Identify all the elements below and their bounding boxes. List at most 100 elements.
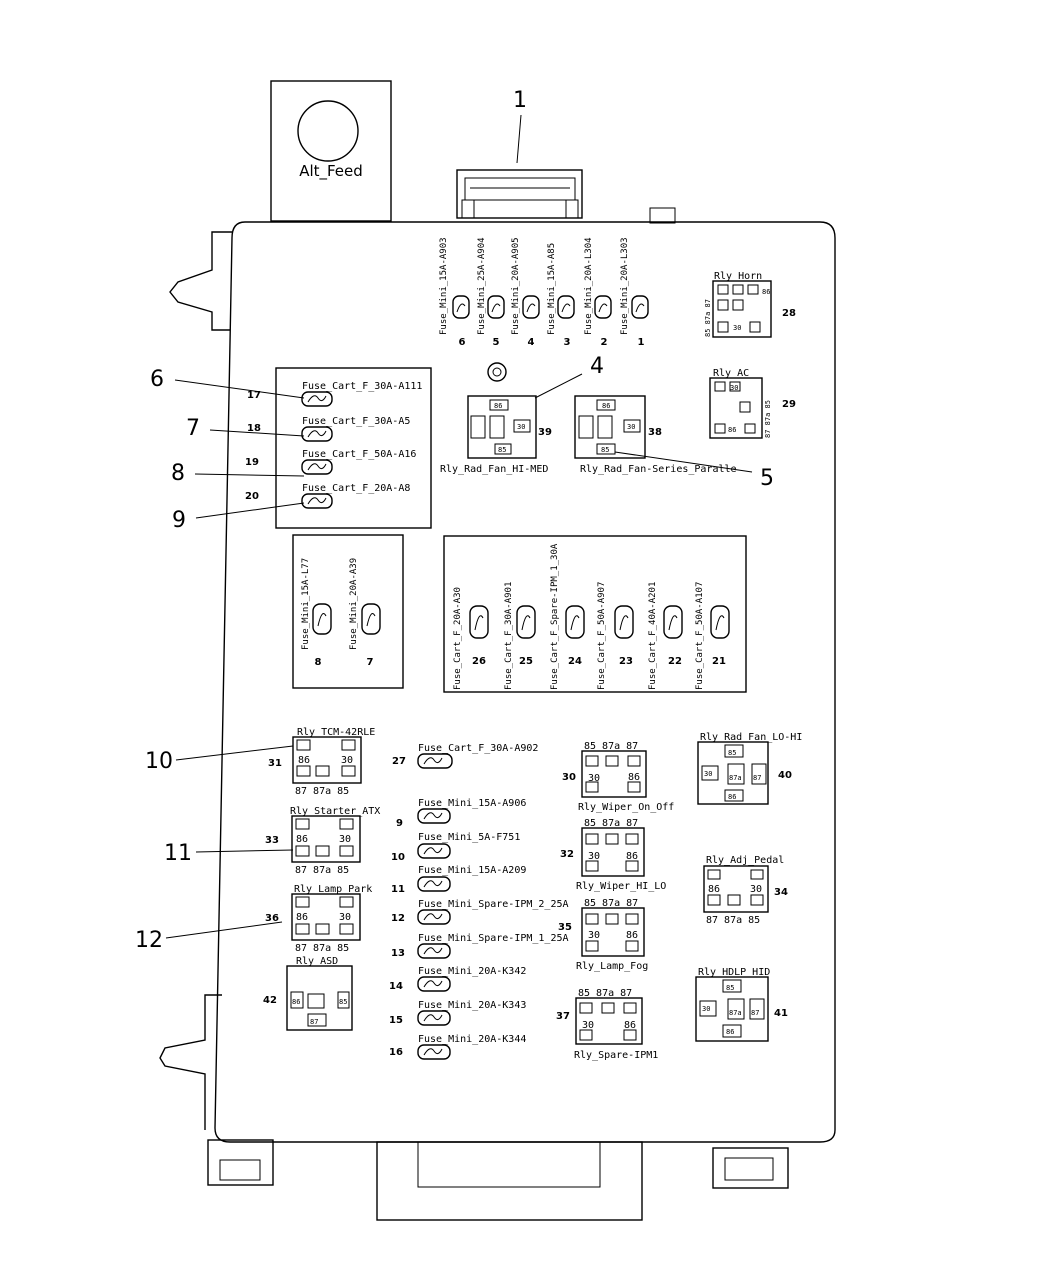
svg-text:30: 30 bbox=[704, 770, 712, 778]
svg-text:Fuse_Cart_F_30A-A111: Fuse_Cart_F_30A-A111 bbox=[302, 381, 422, 392]
fuse-mini-15[interactable]: Fuse_Mini_20A-K343 15 bbox=[389, 1000, 526, 1026]
svg-text:30: 30 bbox=[750, 884, 762, 895]
svg-text:Fuse_Mini_15A-L77: Fuse_Mini_15A-L77 bbox=[301, 558, 311, 650]
svg-text:Rly_Adj_Pedal: Rly_Adj_Pedal bbox=[706, 855, 784, 866]
svg-text:Rly_Horn: Rly_Horn bbox=[714, 271, 762, 282]
relay-asd[interactable]: Rly_ASD 86 85 87 42 bbox=[263, 956, 353, 1031]
fuse-mini-11[interactable]: Fuse_Mini_15A-A209 11 bbox=[391, 865, 526, 895]
relay-rad-fan-series-parallel[interactable]: 86 30 85 38 Rly_Rad_Fan-Series_Paralle bbox=[574, 395, 737, 475]
relay-wiper-hi-lo[interactable]: 85 87a 87 30 86 32 Rly_Wiper_HI_LO bbox=[560, 818, 666, 892]
fuse-mini-8[interactable]: Fuse_Mini_15A-L77 8 bbox=[301, 558, 332, 668]
svg-text:Rly_Wiper_HI_LO: Rly_Wiper_HI_LO bbox=[576, 881, 666, 892]
svg-text:5: 5 bbox=[760, 466, 774, 491]
relay-spare-ipm1[interactable]: 85 87a 87 30 86 37 Rly_Spare-IPM1 bbox=[556, 988, 658, 1061]
relay-wiper-on-off[interactable]: 85 87a 87 30 86 30 Rly_Wiper_On_Off bbox=[562, 741, 674, 813]
relay-tcm[interactable]: Rly_TCM-42RLE 86 30 87 87a 85 31 bbox=[268, 727, 375, 797]
relay-rad-fan-hi-med[interactable]: 86 30 85 39 Rly_Rad_Fan_HI-MED bbox=[440, 395, 552, 475]
relay-ac[interactable]: Rly_AC 30 86 87 87a 85 29 bbox=[709, 368, 796, 439]
fuse-cart-19[interactable]: Fuse_Cart_F_50A-A16 19 bbox=[245, 449, 416, 475]
svg-text:30: 30 bbox=[339, 834, 351, 845]
svg-text:7: 7 bbox=[367, 657, 374, 668]
svg-text:86: 86 bbox=[292, 998, 300, 1006]
svg-text:2: 2 bbox=[601, 337, 608, 348]
svg-text:Rly_Starter_ATX: Rly_Starter_ATX bbox=[290, 806, 380, 817]
fuse-cart-18[interactable]: Fuse_Cart_F_30A-A5 18 bbox=[247, 416, 410, 442]
svg-text:86: 86 bbox=[602, 402, 610, 410]
svg-text:4: 4 bbox=[528, 337, 535, 348]
svg-text:36: 36 bbox=[265, 913, 279, 924]
svg-text:13: 13 bbox=[391, 948, 405, 959]
fuse-cart-21[interactable]: Fuse_Cart_F_50A-A107 21 bbox=[695, 582, 730, 690]
fuse-mini-14[interactable]: Fuse_Mini_20A-K342 14 bbox=[389, 966, 526, 992]
fuse-mini-3[interactable]: Fuse_Mini_15A-A85 3 bbox=[547, 243, 575, 348]
svg-text:Rly_TCM-42RLE: Rly_TCM-42RLE bbox=[297, 727, 375, 738]
svg-text:Rly_ASD: Rly_ASD bbox=[296, 956, 338, 967]
relay-lamp-park[interactable]: Rly_Lamp_Park 86 30 87 87a 85 36 bbox=[265, 884, 372, 954]
callout-5: 5 bbox=[614, 451, 774, 491]
callout-7: 7 bbox=[186, 416, 305, 441]
fuse-cart-23[interactable]: Fuse_Cart_F_50A-A907 23 bbox=[597, 582, 634, 690]
svg-text:85: 85 bbox=[726, 984, 734, 992]
svg-text:86: 86 bbox=[626, 930, 638, 941]
svg-text:37: 37 bbox=[556, 1011, 570, 1022]
relay-rad-fan-lo-hi[interactable]: Rly_Rad_Fan_LO-HI 85 30 87a 87 86 40 bbox=[697, 732, 802, 805]
callout-11: 11 bbox=[164, 841, 294, 866]
svg-text:33: 33 bbox=[265, 835, 279, 846]
svg-text:20: 20 bbox=[245, 491, 259, 502]
fuse-mini-13[interactable]: Fuse_Mini_Spare-IPM_1_25A 13 bbox=[391, 933, 569, 959]
relay-hdlp-hid[interactable]: Rly_HDLP_HID 85 30 87a 87 86 41 bbox=[695, 967, 788, 1042]
svg-text:10: 10 bbox=[391, 852, 405, 863]
mounting-screw bbox=[487, 362, 507, 382]
svg-text:Fuse_Mini_15A-A906: Fuse_Mini_15A-A906 bbox=[418, 798, 526, 809]
relay-starter[interactable]: Rly_Starter_ATX 86 30 87 87a 85 33 bbox=[265, 806, 380, 876]
svg-text:42: 42 bbox=[263, 995, 277, 1006]
svg-text:40: 40 bbox=[778, 770, 792, 781]
svg-text:87 87a 85: 87 87a 85 bbox=[295, 865, 349, 876]
svg-text:17: 17 bbox=[247, 390, 261, 401]
fuse-mini-1[interactable]: Fuse_Mini_20A-L303 1 bbox=[620, 237, 649, 348]
svg-text:Rly_AC: Rly_AC bbox=[713, 368, 749, 379]
fuse-mini-16[interactable]: Fuse_Mini_20A-K344 16 bbox=[389, 1034, 526, 1060]
svg-text:86: 86 bbox=[494, 402, 502, 410]
svg-text:Fuse_Mini_15A-A85: Fuse_Mini_15A-A85 bbox=[547, 243, 557, 335]
svg-text:Fuse_Mini_20A-A39: Fuse_Mini_20A-A39 bbox=[349, 558, 359, 650]
fuse-mini-10[interactable]: Fuse_Mini_5A-F751 10 bbox=[391, 832, 520, 863]
svg-text:86: 86 bbox=[296, 834, 308, 845]
fuse-cart-22[interactable]: Fuse_Cart_F_40A-A201 22 bbox=[648, 582, 683, 690]
svg-text:30: 30 bbox=[339, 912, 351, 923]
svg-text:Fuse_Cart_F_20A-A8: Fuse_Cart_F_20A-A8 bbox=[302, 483, 410, 494]
fuse-mini-6[interactable]: Fuse_Mini_15A-A903 6 bbox=[439, 237, 470, 348]
fuse-cart-26[interactable]: Fuse_Cart_F_20A-A30 26 bbox=[453, 587, 489, 690]
fuse-cart-17[interactable]: Fuse_Cart_F_30A-A111 17 bbox=[247, 381, 422, 407]
svg-text:Fuse_Mini_Spare-IPM_2_25A: Fuse_Mini_Spare-IPM_2_25A bbox=[418, 899, 569, 910]
svg-text:9: 9 bbox=[396, 818, 403, 829]
fuse-mini-4[interactable]: Fuse_Mini_20A-A905 4 bbox=[511, 237, 540, 348]
fuse-cart-20[interactable]: Fuse_Cart_F_20A-A8 20 bbox=[245, 483, 410, 509]
fuse-cart-27[interactable]: Fuse_Cart_F_30A-A902 27 bbox=[392, 743, 538, 769]
svg-text:41: 41 bbox=[774, 1008, 788, 1019]
svg-text:11: 11 bbox=[164, 841, 192, 866]
svg-text:22: 22 bbox=[668, 656, 682, 667]
svg-text:85 87a 87: 85 87a 87 bbox=[584, 741, 638, 752]
svg-text:Fuse_Mini_25A-A904: Fuse_Mini_25A-A904 bbox=[477, 237, 487, 335]
svg-text:Rly_Rad_Fan_HI-MED: Rly_Rad_Fan_HI-MED bbox=[440, 464, 548, 475]
fuse-cart-25[interactable]: Fuse_Cart_F_30A-A901 25 bbox=[504, 582, 536, 690]
relay-lamp-fog[interactable]: 85 87a 87 30 86 35 Rly_Lamp_Fog bbox=[558, 898, 648, 972]
fuse-mini-9[interactable]: Fuse_Mini_15A-A906 9 bbox=[396, 798, 526, 829]
relay-horn[interactable]: Rly_Horn 86 30 85 87a 87 28 bbox=[704, 271, 796, 338]
fuse-mini-5[interactable]: Fuse_Mini_25A-A904 5 bbox=[477, 237, 505, 348]
svg-text:86: 86 bbox=[728, 426, 736, 434]
relay-adj-pedal[interactable]: Rly_Adj_Pedal 86 30 87 87a 85 34 bbox=[703, 855, 788, 926]
svg-text:35: 35 bbox=[558, 922, 572, 933]
svg-text:21: 21 bbox=[712, 656, 726, 667]
svg-text:Fuse_Cart_F_40A-A201: Fuse_Cart_F_40A-A201 bbox=[648, 582, 658, 690]
svg-text:87 87a 85: 87 87a 85 bbox=[295, 786, 349, 797]
fuse-mini-12[interactable]: Fuse_Mini_Spare-IPM_2_25A 12 bbox=[391, 899, 569, 925]
svg-text:30: 30 bbox=[562, 772, 576, 783]
fuse-mini-7[interactable]: Fuse_Mini_20A-A39 7 bbox=[349, 558, 381, 668]
svg-text:19: 19 bbox=[245, 457, 259, 468]
fuse-mini-2[interactable]: Fuse_Mini_20A-L304 2 bbox=[584, 237, 612, 348]
fuse-cart-24[interactable]: Fuse_Cart_F_Spare-IPM_1_30A 24 bbox=[550, 543, 585, 690]
svg-text:39: 39 bbox=[538, 427, 552, 438]
svg-text:85: 85 bbox=[339, 998, 347, 1006]
